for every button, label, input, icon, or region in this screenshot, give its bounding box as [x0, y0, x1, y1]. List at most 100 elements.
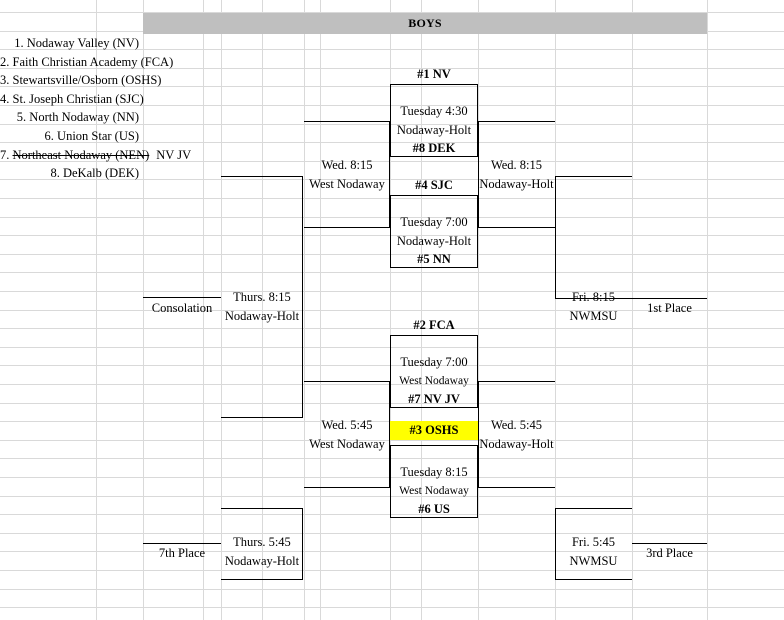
- seed-text: #1 NV: [417, 66, 451, 81]
- gridline-horizontal: [0, 347, 784, 348]
- game-daytime: Wed. 5:45: [321, 418, 373, 433]
- label-first-place: 1st Place: [632, 298, 707, 318]
- connector-seventh-place: [143, 543, 221, 544]
- team-replacement-name: NV JV: [156, 147, 192, 162]
- game-text-third-place: Fri. 5:45 NWMSU: [555, 533, 632, 571]
- game-venue: Nodaway-Holt: [224, 554, 300, 568]
- team-name: Northeast Nodaway (NEN): [12, 147, 150, 162]
- team-name: DeKalb (DEK): [62, 166, 139, 181]
- game-seed: #8 DEK: [412, 141, 456, 156]
- gridline-horizontal: [0, 440, 784, 441]
- gridline-horizontal: [0, 384, 784, 385]
- game-text-championship: Fri. 8:15 NWMSU: [555, 288, 632, 326]
- game-venue: NWMSU: [569, 309, 618, 323]
- gridline-horizontal: [0, 12, 784, 13]
- gridline-horizontal: [0, 198, 784, 199]
- game-venue: NWMSU: [569, 554, 618, 568]
- game-seed: #7 NV JV: [408, 392, 460, 407]
- game-daytime: Wed. 8:15: [321, 158, 373, 173]
- game-venue: Nodaway-Holt: [396, 233, 472, 248]
- seed-label-4: #4 SJC: [390, 175, 478, 195]
- gridline-horizontal: [0, 310, 784, 311]
- gridline-horizontal: [0, 86, 784, 87]
- game-text-consolation: Thurs. 8:15 Nodaway-Holt: [221, 288, 303, 326]
- gridline-horizontal: [0, 124, 784, 125]
- team-seed-number: 8.: [50, 166, 60, 181]
- place-text: Consolation: [151, 300, 213, 315]
- game-daytime: Wed. 8:15: [490, 158, 543, 173]
- seed-text-highlighted: #3 OSHS: [390, 421, 478, 440]
- game-venue: Nodaway-Holt: [479, 437, 554, 451]
- game-venue: Nodaway-Holt: [396, 122, 472, 137]
- game-venue: West Nodaway: [309, 437, 385, 451]
- gridline-horizontal: [0, 235, 784, 236]
- gridline-horizontal: [0, 161, 784, 162]
- gridline-horizontal: [0, 477, 784, 478]
- game-venue: West Nodaway: [399, 484, 469, 497]
- team-list-item: 1. Nodaway Valley (NV): [0, 34, 143, 53]
- game-box-semi-right-lower: [478, 381, 555, 488]
- connector-first-place: [632, 298, 707, 299]
- game-daytime: Tuesday 4:30: [400, 104, 468, 119]
- game-venue: Nodaway-Holt: [224, 309, 300, 323]
- game-box-semi-left-lower: [304, 381, 390, 488]
- team-list-item: 5. North Nodaway (NN): [0, 108, 143, 127]
- team-name: North Nodaway (NN): [29, 110, 139, 125]
- gridline-horizontal: [0, 533, 784, 534]
- team-name: St. Joseph Christian (SJC): [12, 91, 144, 106]
- place-text: 1st Place: [647, 300, 692, 315]
- game-box-seventh-place: [221, 508, 303, 580]
- team-name: Nodaway Valley (NV): [26, 36, 139, 50]
- gridline-horizontal: [0, 328, 784, 329]
- game-daytime: Thurs. 5:45: [233, 535, 291, 550]
- game-text-r1-3: Tuesday 7:00 West Nodaway #7 NV JV: [390, 353, 478, 409]
- game-daytime: Fri. 8:15: [571, 290, 616, 305]
- game-text-semi-right-upper: Wed. 8:15 Nodaway-Holt: [478, 156, 555, 194]
- label-seventh-place: 7th Place: [143, 543, 221, 563]
- gridline-horizontal: [0, 365, 784, 366]
- gridline-horizontal: [0, 403, 784, 404]
- game-daytime: Tuesday 8:15: [400, 465, 468, 480]
- gridline-horizontal: [0, 105, 784, 106]
- team-name: Faith Christian Academy (FCA): [12, 54, 174, 69]
- gridline-horizontal: [0, 458, 784, 459]
- team-seed-list: 1. Nodaway Valley (NV)2. Faith Christian…: [0, 34, 191, 183]
- game-text-r1-2: Tuesday 7:00 Nodaway-Holt #5 NN: [390, 213, 478, 269]
- place-text: 3rd Place: [646, 545, 693, 560]
- game-daytime: Fri. 5:45: [571, 535, 616, 550]
- label-third-place: 3rd Place: [632, 543, 707, 563]
- connector-consolation: [143, 297, 221, 298]
- gridline-horizontal: [0, 68, 784, 69]
- game-box-r1-1: [390, 84, 478, 157]
- game-box-r1-4: [390, 445, 478, 518]
- game-text-seventh-place: Thurs. 5:45 Nodaway-Holt: [221, 533, 303, 571]
- team-name: Stewartsville/Osborn (OSHS): [12, 73, 162, 88]
- game-text-semi-left-upper: Wed. 8:15 West Nodaway: [304, 156, 390, 194]
- game-venue: Nodaway-Holt: [479, 177, 554, 191]
- game-box-semi-left-upper: [304, 121, 390, 228]
- game-venue: West Nodaway: [399, 374, 469, 387]
- gridline-horizontal: [0, 589, 784, 590]
- game-daytime: Tuesday 7:00: [400, 355, 468, 370]
- gridline-horizontal: [0, 254, 784, 255]
- gridline-horizontal: [0, 607, 784, 608]
- seed-label-1: #1 NV: [390, 64, 478, 84]
- connector-third-place: [632, 543, 707, 544]
- team-list-item: 4. St. Joseph Christian (SJC): [0, 90, 144, 109]
- label-consolation: Consolation: [143, 298, 221, 318]
- game-box-third-place: [555, 508, 632, 580]
- game-daytime: Thurs. 8:15: [233, 290, 291, 305]
- place-text: 7th Place: [158, 545, 206, 560]
- gridline-horizontal: [0, 142, 784, 143]
- gridline-horizontal: [0, 496, 784, 497]
- game-seed: #5 NN: [417, 252, 451, 267]
- team-seed-number: 2.: [0, 54, 10, 69]
- seed-text: #4 SJC: [415, 177, 453, 192]
- team-list-item: 2. Faith Christian Academy (FCA): [0, 53, 173, 72]
- game-text-r1-1: Tuesday 4:30 Nodaway-Holt #8 DEK: [390, 102, 478, 158]
- game-text-r1-4: Tuesday 8:15 West Nodaway #6 US: [390, 463, 478, 519]
- team-seed-number: 3.: [0, 73, 10, 88]
- gridline-horizontal: [0, 291, 784, 292]
- team-list-item: 7. Northeast Nodaway (NEN)NV JV: [0, 146, 191, 165]
